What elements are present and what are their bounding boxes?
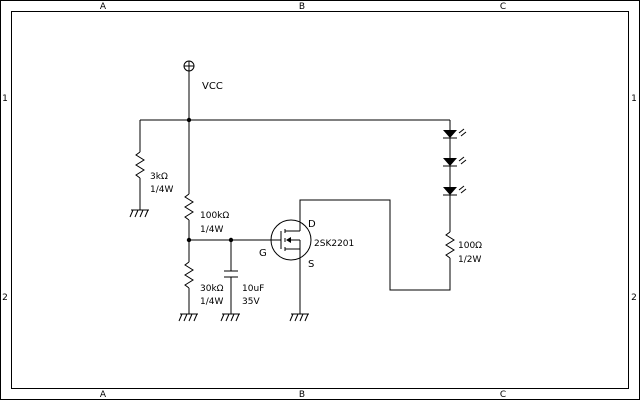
capacitor-value: 10uF	[242, 284, 264, 294]
mosfet-part: 2SK2201	[314, 239, 354, 249]
frame-col-top-c: C	[500, 2, 506, 12]
ground-icon	[220, 313, 240, 322]
mosfet-drain-label: D	[308, 219, 316, 230]
r-top-value: 100kΩ	[200, 211, 229, 221]
mosfet-icon	[270, 219, 312, 261]
r-bottom-value: 30kΩ	[200, 284, 224, 294]
inner-frame	[11, 11, 629, 389]
frame-col-bottom-a: A	[100, 390, 107, 400]
resistor-icon	[184, 193, 194, 221]
r-bias-value: 3kΩ	[150, 172, 168, 182]
resistor-icon	[184, 261, 194, 289]
r-led-value: 100Ω	[458, 241, 482, 251]
frame-row-right-1: 1	[631, 94, 637, 104]
frame-row-right-2: 2	[631, 293, 637, 303]
frame-row-left-2: 2	[2, 293, 8, 303]
ground-icon	[129, 209, 149, 218]
mosfet-gate-label: G	[259, 248, 267, 259]
led-icon	[443, 156, 467, 167]
r-led-rating: 1/2W	[458, 255, 481, 265]
mosfet-source-label: S	[308, 259, 314, 270]
capacitor-icon	[224, 270, 238, 278]
led-icon	[443, 185, 467, 196]
vcc-icon	[183, 60, 195, 72]
frame-col-top-a: A	[100, 2, 107, 12]
resistor-icon	[135, 151, 145, 179]
ground-icon	[289, 313, 309, 322]
frame-col-top-b: B	[299, 2, 305, 12]
capacitor-rating: 35V	[242, 297, 260, 307]
r-bottom-rating: 1/4W	[200, 297, 223, 307]
vcc-label: VCC	[202, 81, 223, 92]
led-icon	[443, 128, 467, 139]
frame-col-bottom-b: B	[299, 390, 305, 400]
r-bias-rating: 1/4W	[150, 185, 173, 195]
wire-drain	[299, 199, 451, 291]
ground-icon	[178, 313, 198, 322]
r-top-rating: 1/4W	[200, 225, 223, 235]
frame-row-left-1: 1	[2, 94, 8, 104]
frame-col-bottom-c: C	[500, 390, 506, 400]
resistor-icon	[445, 231, 455, 259]
